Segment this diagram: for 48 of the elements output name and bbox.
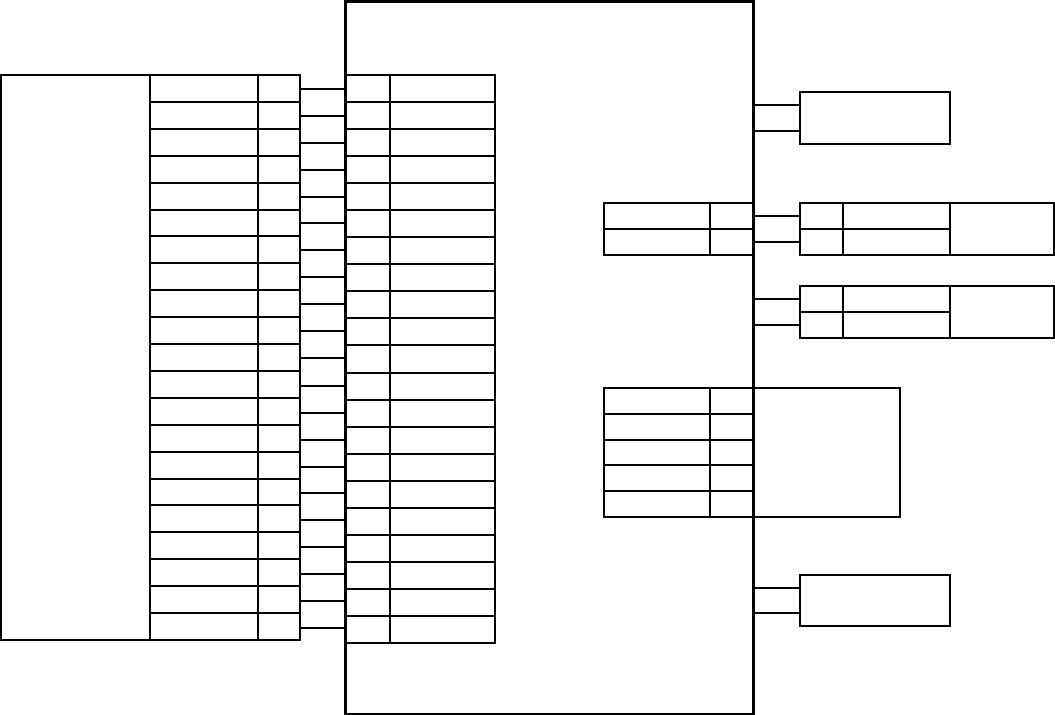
- wire: [752, 104, 801, 106]
- component-box: [752, 387, 901, 518]
- terminal-row: [799, 202, 951, 230]
- connector-body: [949, 285, 1055, 339]
- terminal-row: [602, 227, 752, 256]
- wire: [752, 130, 801, 132]
- wire: [299, 196, 346, 198]
- wire: [299, 142, 346, 144]
- terminal-row: [149, 612, 301, 641]
- wire: [299, 412, 346, 414]
- component-box: [799, 574, 951, 627]
- wire: [299, 249, 346, 251]
- terminal-row: [799, 285, 951, 313]
- wire: [299, 169, 346, 171]
- wire: [299, 303, 346, 305]
- terminal-row: [149, 74, 301, 103]
- wire: [299, 519, 346, 521]
- connector-body: [949, 202, 1055, 256]
- wire: [299, 546, 346, 548]
- component-box: [799, 91, 951, 145]
- wire: [299, 88, 346, 90]
- terminal-row: [799, 228, 951, 256]
- terminal-row: [602, 386, 752, 415]
- terminal-row: [602, 489, 752, 518]
- wire: [299, 439, 346, 441]
- terminal-row: [799, 311, 951, 339]
- wire: [299, 600, 346, 602]
- wire: [299, 115, 346, 117]
- wire: [299, 330, 346, 332]
- connector-body: [0, 74, 151, 641]
- wire: [299, 466, 346, 468]
- terminal-row: [346, 614, 496, 644]
- terminal-row: [346, 73, 496, 103]
- wire: [752, 241, 801, 243]
- wire: [299, 276, 346, 278]
- device-outline: [343, 0, 755, 715]
- wire: [299, 492, 346, 494]
- wire: [299, 385, 346, 387]
- wire: [299, 357, 346, 359]
- wire: [752, 324, 801, 326]
- wire: [752, 612, 801, 614]
- wire: [752, 587, 801, 589]
- terminal-row: [602, 201, 752, 230]
- wire: [752, 298, 801, 300]
- wire: [299, 222, 346, 224]
- wire: [299, 627, 346, 629]
- wire: [299, 573, 346, 575]
- wire: [752, 215, 801, 217]
